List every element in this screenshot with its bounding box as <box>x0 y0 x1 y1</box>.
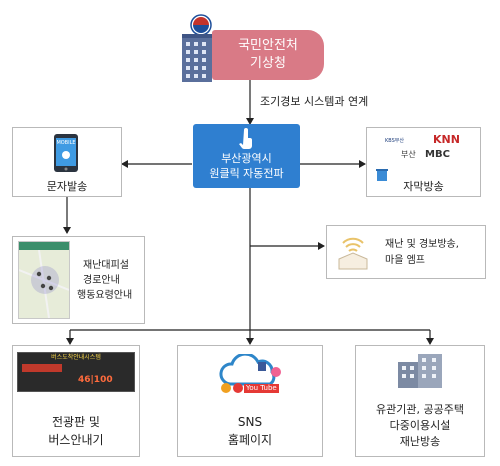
trash-icon <box>376 169 388 181</box>
caption-box: KBS부산 KNN 부산 MBC 자막방송 <box>366 127 481 197</box>
public-building-icon <box>398 354 442 388</box>
public-box: 유관기관, 공공주택 다중이용시설 재난방송 <box>355 345 485 457</box>
alarm-box: 재난 및 경보방송, 마을 엠프 <box>326 225 486 279</box>
bus-sign-title: 버스도착안내시스템 <box>51 354 101 361</box>
village-speaker-icon <box>338 237 368 270</box>
sns-line1: SNS <box>237 415 263 429</box>
sns-box: You Tube SNS 홈페이지 <box>177 345 323 457</box>
sns-line2: 홈페이지 <box>227 433 273 447</box>
evacuation-box: 재난대피설 경로안내 행동요령안내 <box>12 236 145 324</box>
agency-line1: 국민안전처 <box>238 38 298 53</box>
bus-sign: 버스도착안내시스템 46|100 <box>17 352 135 392</box>
logo-busan: 부산 <box>401 150 416 159</box>
public-line2: 다중이용시설 <box>389 419 451 432</box>
sms-label: 문자발송 <box>46 180 88 193</box>
board-line1: 전광판 및 <box>52 415 100 429</box>
broadcaster-logos: KBS부산 KNN 부산 MBC <box>385 134 475 168</box>
board-line2: 버스안내기 <box>48 433 104 447</box>
logo-mbc: MBC <box>425 149 450 160</box>
evacuation-line3: 행동요령안내 <box>77 290 133 301</box>
social-cloud-icon <box>219 354 281 393</box>
public-line1: 유관기관, 공공주택 <box>376 403 464 416</box>
alarm-line1: 재난 및 경보방송, <box>385 239 459 250</box>
map-header <box>19 242 69 250</box>
sms-box: MOBILE 문자발송 <box>12 127 122 197</box>
touch-hand-icon <box>239 128 252 149</box>
logo-knn: KNN <box>433 133 460 146</box>
map-pins <box>19 250 69 318</box>
bus-sign-row: 46|100 <box>78 375 113 385</box>
youtube-logo: You Tube <box>244 384 279 393</box>
center-node: 부산광역시 원클릭 자동전파 <box>193 124 300 188</box>
building-icon <box>182 34 212 82</box>
logo-kbs: KBS부산 <box>385 138 404 144</box>
bus-sign-bar <box>22 364 62 372</box>
agency-line2: 기상청 <box>250 56 286 71</box>
mobile-phone-icon <box>54 134 78 172</box>
alarm-line2: 마을 엠프 <box>385 255 425 266</box>
agency-group: 국민안전처 기상청 <box>168 14 328 82</box>
center-line2: 원클릭 자동전파 <box>209 167 284 180</box>
evacuation-line2: 경로안내 <box>83 275 120 286</box>
public-line3: 재난방송 <box>399 435 441 448</box>
agency-banner: 국민안전처 기상청 <box>212 30 324 80</box>
phone-screen-text: MOBILE <box>56 140 76 146</box>
center-line1: 부산광역시 <box>221 152 272 165</box>
link-label: 조기경보 시스템과 연계 <box>260 95 369 108</box>
board-box: 버스도착안내시스템 46|100 전광판 및 버스안내기 <box>12 345 140 457</box>
caption-label: 자막방송 <box>403 180 444 193</box>
evacuation-line1: 재난대피설 <box>83 260 129 271</box>
map-thumbnail <box>18 241 70 319</box>
